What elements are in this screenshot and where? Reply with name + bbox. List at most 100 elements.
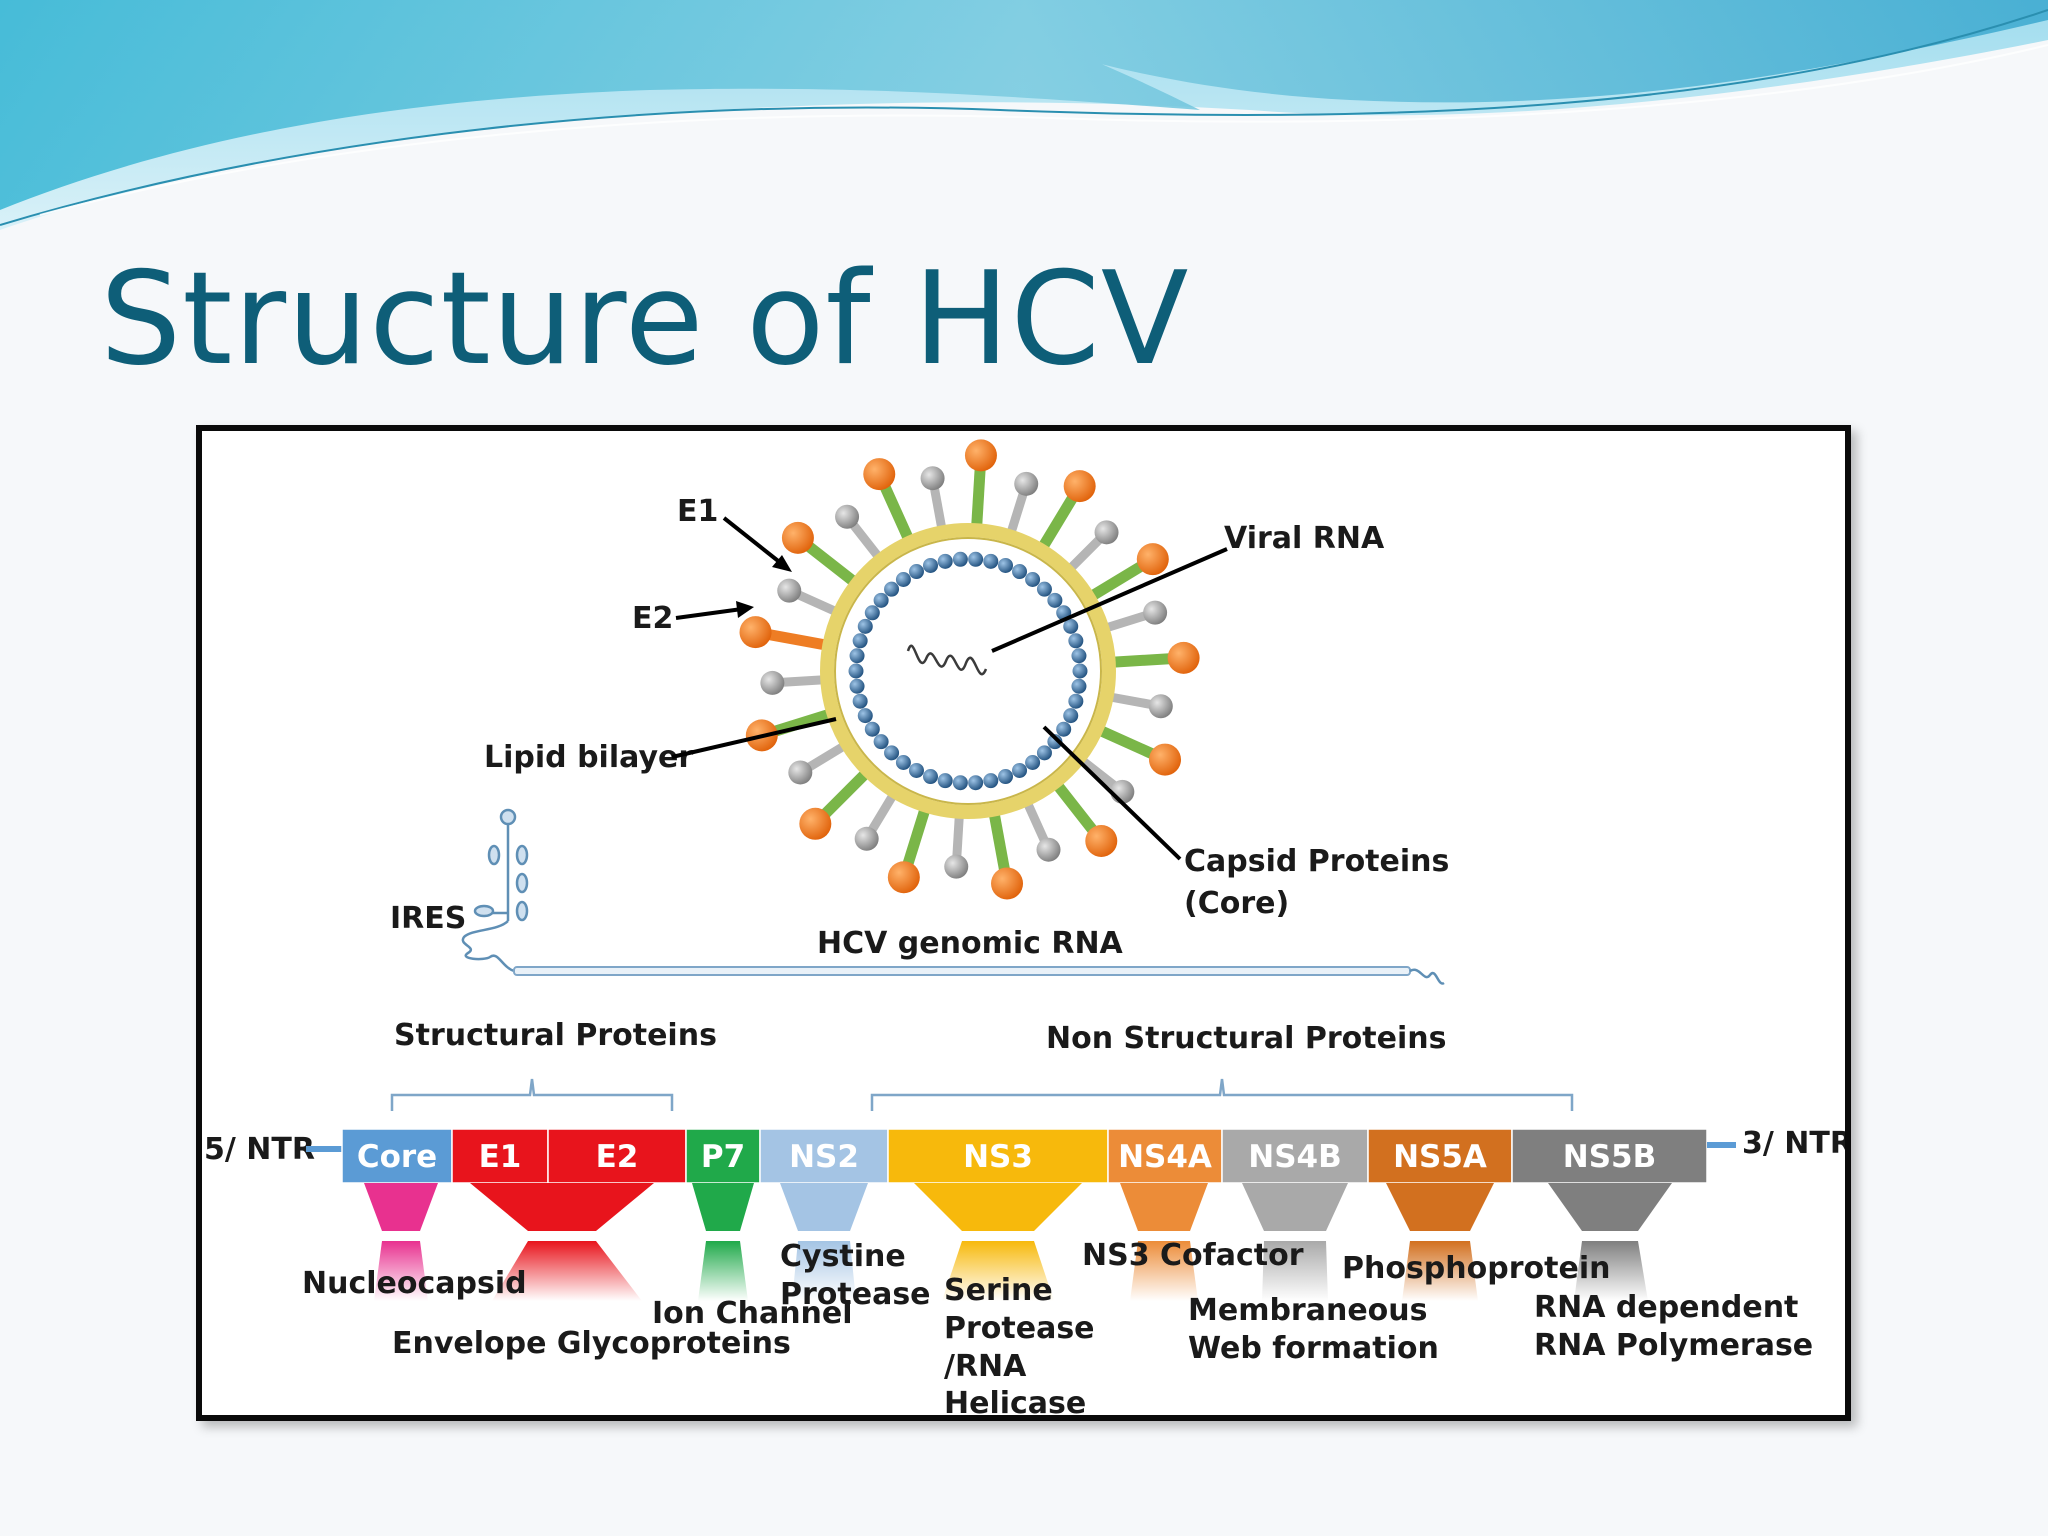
hcv-figure: E1 E2 Viral RNA Lipid bilayer Capsid Pro… <box>196 425 1851 1421</box>
viral-rna-pointer <box>991 547 1228 653</box>
cystine-protease-label-1: Cystine <box>780 1239 906 1274</box>
capsid-protein-bead <box>968 775 984 791</box>
capsid-protein-bead <box>1072 663 1088 679</box>
segment-ns5b-label: NS5B <box>1563 1139 1656 1175</box>
e1-glycoprotein-head <box>1143 600 1168 625</box>
e1-glycoprotein-head <box>1110 779 1135 804</box>
ns4b-product-top <box>1242 1183 1348 1231</box>
segment-e1-label: E1 <box>479 1139 522 1175</box>
header-wave-line-2 <box>39 44 2048 216</box>
genomic-rna-strand <box>513 966 1411 976</box>
core-product-top <box>364 1183 438 1231</box>
e2-glycoprotein-head <box>964 439 997 472</box>
e1-glycoprotein-head <box>944 854 969 879</box>
capsid-protein-bead <box>884 745 900 761</box>
segment-e2 <box>547 1128 687 1184</box>
e1-glycoprotein-head <box>1036 837 1061 862</box>
nonstructural-proteins-label: Non Structural Proteins <box>1046 1021 1446 1056</box>
lipid-bilayer-inner-edge <box>834 537 1102 805</box>
e2-glycoprotein-head <box>863 458 896 491</box>
envelope-glycoproteins-label: Envelope Glycoproteins <box>392 1326 791 1361</box>
e2-glycoprotein-head <box>991 867 1024 900</box>
segment-ns4a-label: NS4A <box>1118 1139 1212 1175</box>
capsid-protein-bead <box>1063 618 1079 634</box>
ns5b-product-bottom <box>1574 1241 1648 1301</box>
capsid-protein-bead <box>1068 693 1084 709</box>
e2-glycoprotein-head <box>799 807 832 840</box>
envelope-spikes <box>739 439 1200 900</box>
capsid-protein-bead <box>1012 564 1028 580</box>
capsid-label-line2: (Core) <box>1184 886 1289 921</box>
capsid-protein-bead <box>849 678 865 694</box>
capsid-label-line1: Capsid Proteins <box>1184 844 1449 879</box>
e1-glycoprotein-head <box>788 760 813 785</box>
capsid-protein-bead <box>873 734 889 750</box>
slide-title: Structure of HCV <box>100 245 1190 394</box>
capsid-protein-bead <box>922 769 938 785</box>
segment-ns3-label: NS3 <box>963 1139 1033 1175</box>
capsid-protein-bead <box>983 773 999 789</box>
e2-label: E2 <box>632 601 673 636</box>
p7-product-bottom <box>698 1241 748 1301</box>
protein-products <box>364 1183 1672 1301</box>
membraneous-web-label-2: Web formation <box>1188 1331 1439 1366</box>
header-wave-front <box>0 0 2048 210</box>
envelope-product-top <box>470 1183 654 1231</box>
segment-core-label: Core <box>357 1139 437 1175</box>
ires-structure <box>461 808 529 973</box>
e2-glycoprotein-head <box>781 521 814 554</box>
e1-glycoprotein-head <box>920 466 945 491</box>
capsid-protein-bead <box>1047 734 1063 750</box>
capsid-protein-bead <box>983 553 999 569</box>
p7-product-top <box>692 1183 754 1231</box>
capsid-pointer <box>1042 725 1182 861</box>
capsid-protein-bead <box>937 773 953 789</box>
viral-rna-label: Viral RNA <box>1224 521 1385 556</box>
structural-proteins-label: Structural Proteins <box>394 1018 717 1053</box>
capsid-beads <box>848 551 1088 791</box>
rna-polymerase-label-2: RNA Polymerase <box>1534 1328 1813 1363</box>
e1-glycoprotein-head <box>854 826 879 851</box>
e1-glycoprotein-head <box>1148 694 1173 719</box>
nucleocapsid-label: Nucleocapsid <box>302 1266 527 1301</box>
e1-glycoprotein-head <box>1014 471 1039 496</box>
segment-ns5a <box>1367 1128 1513 1184</box>
capsid-protein-bead <box>908 564 924 580</box>
serine-protease-label-1: Serine <box>944 1273 1053 1308</box>
e1-label: E1 <box>677 494 718 529</box>
capsid-protein-bead <box>1056 721 1072 737</box>
ires-label: IRES <box>390 901 466 936</box>
capsid-protein-bead <box>1071 648 1087 664</box>
capsid-protein-bead <box>884 581 900 597</box>
e2-glycoprotein-head <box>739 616 772 649</box>
capsid-protein-bead <box>968 551 984 567</box>
lipid-bilayer-ring <box>820 523 1116 819</box>
ntr5-label: 5/ NTR <box>204 1132 315 1167</box>
capsid-protein-bead <box>1036 745 1052 761</box>
virion-diagram <box>739 439 1200 900</box>
virion-interior <box>843 546 1093 796</box>
e2-glycoprotein-head <box>887 861 920 894</box>
capsid-protein-bead <box>852 633 868 649</box>
e2-arrowhead <box>736 601 754 618</box>
phosphoprotein-label: Phosphoprotein <box>1342 1251 1610 1286</box>
ns2-product-bottom <box>792 1241 856 1301</box>
capsid-protein-bead <box>1063 708 1079 724</box>
serine-protease-label-3: /RNA <box>944 1349 1027 1384</box>
ns3-product-bottom <box>942 1241 1054 1301</box>
capsid-protein-bead <box>937 553 953 569</box>
genomic-rna-label: HCV genomic RNA <box>817 926 1124 961</box>
capsid-protein-bead <box>952 551 968 567</box>
ns5b-product-top <box>1548 1183 1672 1231</box>
nonstructural-proteins-bracket <box>870 1078 1574 1111</box>
capsid-protein-bead <box>1068 633 1084 649</box>
serine-protease-label-4: Helicase <box>944 1386 1086 1415</box>
ns4a-product-bottom <box>1130 1241 1198 1301</box>
segment-ns2 <box>759 1128 889 1184</box>
e1-glycoprotein-head <box>1094 520 1119 545</box>
capsid-protein-bead <box>849 648 865 664</box>
capsid-protein-bead <box>998 769 1014 785</box>
ns3-cofactor-label: NS3 Cofactor <box>1082 1238 1304 1273</box>
ns5a-product-top <box>1386 1183 1494 1231</box>
